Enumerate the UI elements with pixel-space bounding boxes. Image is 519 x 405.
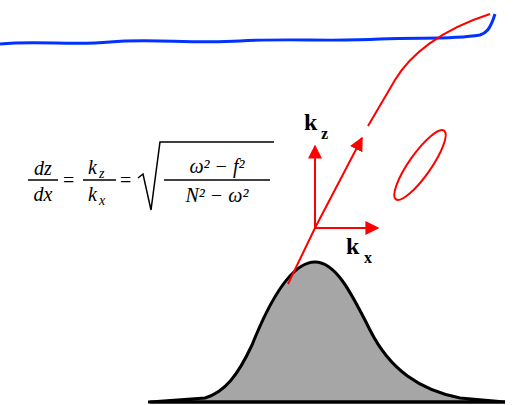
equation-term: dz [34,158,52,178]
vector-label: k [304,110,317,134]
fraction-bar [28,179,58,181]
vector-label: z [321,126,328,142]
particle-orbit [387,124,453,205]
equation-term: = [63,170,74,190]
equation-term: dx [34,184,53,204]
equation-term: ω² − f² [189,156,244,176]
vector-label: k [346,234,359,258]
sqrt-sign [138,142,274,210]
vector-label: x [364,250,372,266]
equation-term: k [88,157,97,177]
wave-ray [288,138,362,284]
equation-term: k [88,184,97,204]
equation-term: N² − ω² [186,185,249,205]
equation-term: x [99,194,105,208]
fraction-bar [164,179,270,181]
sea-surface [0,14,495,44]
equation-term: z [99,167,104,181]
kx-arrow [315,227,378,229]
wave-ray [368,14,490,126]
seafloor [148,401,505,404]
kz-arrow [314,146,316,228]
seamount [150,262,505,402]
equation-term: = [120,170,131,190]
